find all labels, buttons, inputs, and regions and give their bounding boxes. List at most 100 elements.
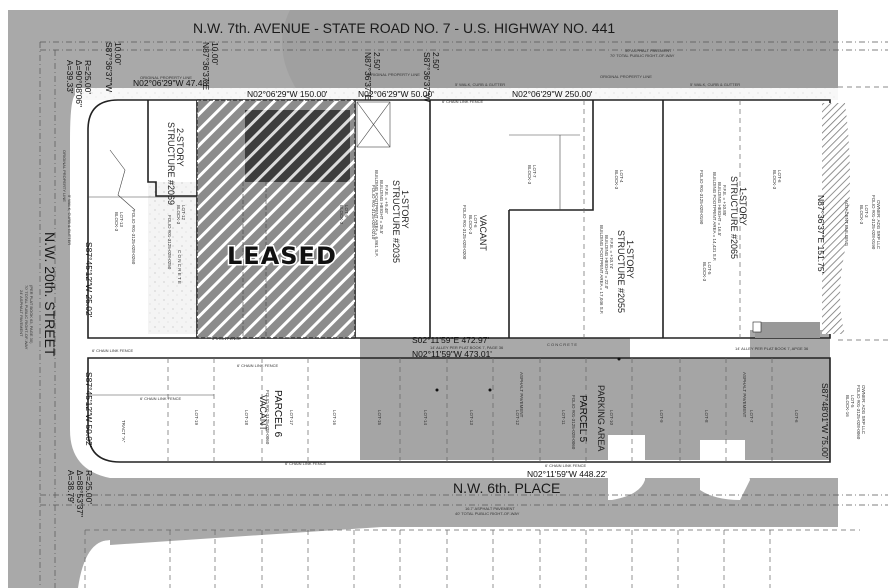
owner-label: OWNER: ADG SRP LLC [861,385,866,435]
lot-label: LOT-5 [707,262,712,275]
west-street-road [8,95,110,588]
structure-2069[interactable]: 2-STORY STRUCTURE #2069 [166,122,185,205]
lot-label: LOT-6 [777,170,782,183]
structure-number: STRUCTURE #2069 [166,122,176,205]
lot-label: LOT-4 [619,170,624,183]
dim-label: 10.00' [113,42,123,65]
bearing-label: S87°36'37"W [422,52,432,102]
west-pavement-note: 24' ASPHALT PAVEMENT [19,290,24,337]
adjacent-building-label: ADJACENT BUILDING [844,200,849,247]
folio-label: FOLIO #01-3125-028-0250 [167,215,172,270]
block-label: BLOCK-3 [114,212,119,232]
block-label: BLOCK-3 [859,205,864,225]
structure-2055[interactable]: 1-STORY STRUCTURE #2055 F.F.E. = +10.74'… [599,225,635,314]
south-lot-ticks [84,530,771,588]
structure-2065[interactable]: 1-STORY STRUCTURE #2065 F.F.E. = +10.85'… [712,172,748,261]
south-lot-labels: TRACT "A" LOT-19 LOT-18 LOT-17 LOT-16 LO… [121,372,799,443]
dim-label: 2.50' [372,52,382,71]
adjacent-building [822,103,850,334]
south-row-note: 40' TOTAL PUBLIC RIGHT-OF-WAY [455,511,520,516]
curve-label: A=38.79' [66,470,76,504]
structure-2035[interactable]: 1-STORY STRUCTURE #2035 F.F.E. = +9.48' … [374,170,410,263]
bearing-west-upper: S87°45'12"W 25.02' [84,242,94,318]
south-street-label: N.W. 6th. PLACE [453,480,560,496]
folio-label: FOLIO #01-3125-028-0060 [571,395,576,450]
west-street-label: N.W. 20th. STREET [42,232,58,357]
centerlines [39,41,888,588]
alley-label-east: 14' ALLEY PER PLAT BOOK 7, APGE 36 [735,346,809,351]
bearing-label: N87°36'37"E [201,42,211,91]
parcel-6-label: PARCEL 6 [272,390,283,438]
bearing-north-4: N02°06'29"W 250.00' [512,89,593,99]
parcel-5-area [360,358,830,460]
structure-name: 1-STORY [738,187,748,226]
lot-label: LOT-5 [850,395,855,408]
north-pavement-note: 50' ASPHALT PAVEMENT [625,48,672,53]
block-label: BLOCK-16 [845,395,850,417]
monitor-well-1 [435,388,439,392]
south-pavement-note: 16.7' ASPHALT PAVEMENT [465,506,515,511]
structure-height: BUILDING HEIGHT = 22.0' [604,235,609,289]
alley-label: 14' ALLEY PER PLAT BOOK 7, PAGE 36 [430,345,504,350]
lot-label: LOT-13 [469,410,474,426]
parcel-5-label: PARCEL 5 [577,395,588,443]
bearing-east-upper: N87°36'37"E 151.75' [816,195,826,274]
monitor-well-2 [488,388,492,392]
curve-label: R=25.00' [84,470,94,504]
bearing-west-lower: S87°45'12"W 50.02' [84,372,94,448]
south-block [87,357,831,463]
folio-label: FOLIO #01-3125-028-0200 [462,205,467,260]
orig-prop-line-note: ORIGINAL PROPERTY LINE [140,75,192,80]
bearing-north-2: N02°06'29"W 150.00' [247,89,328,99]
north-row-note: 70' TOTAL PUBLIC RIGHT-OF-WAY [610,53,675,58]
bearing-north-1: N02°06'29"W 47.48' [133,78,209,88]
bearing-south: N02°11'59"W 448.22' [527,469,607,479]
leased-area[interactable]: LEASED [196,99,356,339]
bearing-east-lower: S87°48'01"W 75.00' [820,383,830,459]
curve-label: A=39.33' [65,60,75,94]
north-lot-labels: LOT-13 BLOCK-3 FOLIO #01-3125-028-0260 L… [114,165,782,284]
lot-label: LOT-16 [332,410,337,426]
structure-height: BUILDING HEIGHT = 26.5' [379,180,384,234]
lot-label: LOT-19 [194,410,199,426]
structure-ffe: F.F.E. = +10.74' [609,238,614,269]
orig-prop-line-note: ORIGINAL PROPERTY LINE [368,72,420,77]
lot-label: LOT-7 [532,165,537,178]
curve-label: Δ=90°08'06" [74,60,84,107]
west-orig-prop-line-note: ORIGINAL PROPERTY LINE [62,150,67,202]
curve-label: Δ=88°53'37" [75,470,85,517]
lot-label: LOT-12 [181,205,186,221]
structure-name: 1-STORY [625,240,635,279]
lot-label: LOT-6 [794,410,799,423]
sidewalk-note: 5' WALK, CURB & GUTTER [690,82,740,87]
east-neighbor: OWNER: ADG SRP LLC FOLIO #01-3125-028-01… [844,195,881,250]
sidewalk-note: 5' WALK, CURB & GUTTER [455,82,505,87]
lot-label: TRACT "A" [121,420,126,443]
lot-label: LOT-13 [119,212,124,228]
lot-label: LOT-9 [659,410,664,423]
alley-paved [360,338,630,358]
fence-note: 6' IRON FENCE [212,336,241,341]
lot-label: LOT-8 [704,410,709,423]
block-label: BLOCK-3 [772,170,777,190]
dim-label: 10.00' [210,42,220,65]
curve-label: R=25.00' [83,60,93,94]
asphalt-label: ASPHALT PAVEMENT [519,372,524,418]
fence-note: 6' CHAIN LINK FENCE [92,348,134,353]
parcel-6[interactable]: PARCEL 6 FOLIO #01-3125-028-0060 VACANT [258,390,283,445]
bearing-alley-bottom: N02°11'59"W 473.01' [412,349,492,359]
concrete-note: C O N C R E T E [177,250,182,284]
bearings: N02°06'29"W 47.48' N02°06'29"W 150.00' N… [65,42,830,517]
asphalt-label: ASPHALT PAVEMENT [742,372,747,418]
parcel-5[interactable]: PARCEL 5 FOLIO #01-3125-028-0060 PARKING… [571,385,606,451]
lot-label: LOT-18 [244,410,249,426]
bearing-label: S87°36'37"W [104,42,114,92]
lot-label: LOT-6 [473,215,478,228]
structure-area: BUILDING FOOTPRINT AREA = 17,046 S.F. [599,225,604,314]
lot-label: LOT-7 [749,410,754,423]
lot-label: LOT-10 [609,410,614,426]
structure-number: STRUCTURE #2035 [391,180,401,263]
fence-note: 6' CHAIN LINK FENCE [140,396,182,401]
block-label: BLOCK-3 [339,205,344,225]
folio-label: FOLIO #01-3125-028-0210 [371,185,376,240]
